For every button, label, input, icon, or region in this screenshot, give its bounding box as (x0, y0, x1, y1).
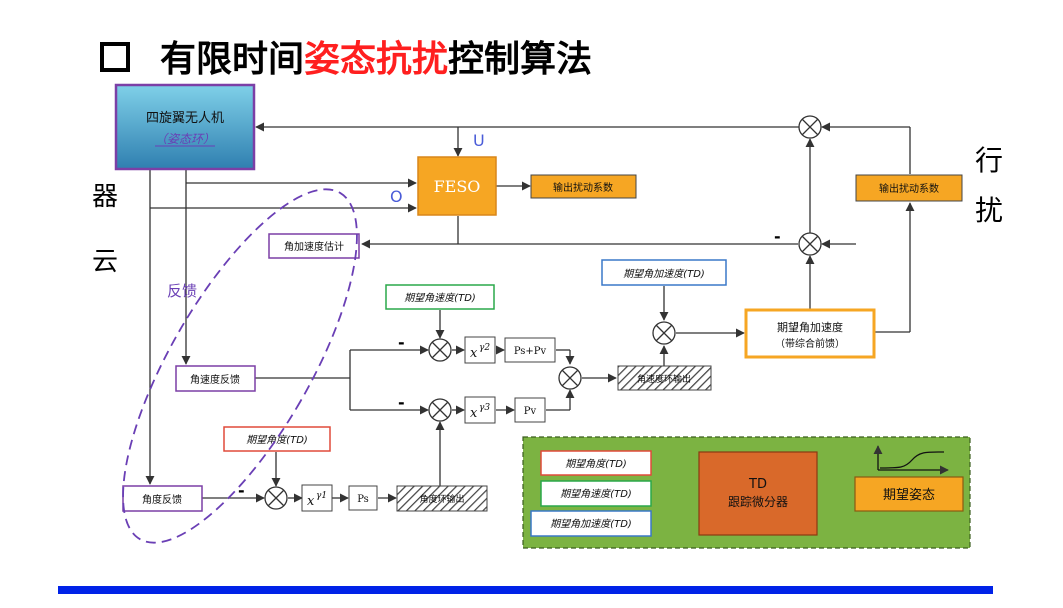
power-g3-label: γ3 (479, 403, 490, 413)
svg-text:x: x (470, 406, 478, 421)
edge-text-r1: 行 (975, 144, 1003, 177)
ang-acc-feedforward-block (744, 308, 876, 359)
gain-pspv-label: Ps+Pv (514, 346, 547, 357)
power-block-g3 (464, 396, 496, 424)
o-label: O (390, 187, 403, 206)
svg-text:x: x (470, 346, 478, 361)
td-out-rate-block (540, 480, 652, 507)
page-title: 有限时间姿态抗扰控制算法 (100, 30, 592, 82)
angle-loop-output-block (396, 485, 488, 512)
svg-text:x: x (307, 494, 315, 509)
rate-loop-output-block (617, 365, 712, 391)
expected-ang-acc-block (601, 259, 727, 286)
expected-ang-acc-label: 期望角加速度(TD) (623, 268, 705, 280)
feso-block (417, 156, 497, 216)
expected-ang-rate-label: 期望角速度(TD) (404, 292, 476, 304)
angle-feedback-block (122, 485, 203, 512)
uav-sublabel: （姿态环） (155, 132, 215, 146)
power-block-g2 (464, 336, 496, 364)
uav-block (114, 83, 256, 171)
title-part-2: 控制算法 (448, 39, 593, 80)
td-main-label: TD (748, 477, 767, 492)
gain-block-pspv (504, 337, 556, 363)
expected-angle-block (223, 426, 331, 452)
output-coef-right-block (855, 174, 963, 202)
edge-text-r2: 扰 (975, 194, 1003, 227)
angle-feedback-label: 角度反馈 (142, 493, 182, 506)
expected-ang-rate-block (385, 284, 495, 310)
minus-sign-upper: - (398, 333, 405, 352)
feedback-label: 反馈 (167, 282, 197, 300)
minus-sign-lower: - (398, 393, 405, 412)
td-input-block (854, 476, 964, 512)
feedback-dashed-ellipse (122, 188, 358, 544)
td-input-label: 期望姿态 (883, 487, 935, 503)
output-coef-left-block (530, 174, 637, 199)
gain-block-pv (514, 397, 546, 423)
title-part-1: 有限时间 (160, 39, 305, 80)
power-g2-label: γ2 (479, 343, 490, 353)
ang-acc-est-block (268, 233, 360, 259)
gain-pv-label: Pv (524, 406, 537, 417)
power-g1-label: γ1 (316, 491, 327, 501)
minus-sign-angle: - (238, 481, 245, 500)
output-coef-right-label: 输出扰动系数 (879, 182, 939, 195)
minus-sign-est: - (774, 227, 781, 246)
uav-label: 四旋翼无人机 (146, 111, 224, 126)
ang-acc-feedforward-sublabel: （带综合前馈） (775, 337, 845, 350)
td-differentiator-block (698, 451, 818, 536)
u-label: U (473, 131, 485, 150)
td-out-angle-block (540, 450, 652, 476)
td-out-rate-label: 期望角速度(TD) (560, 488, 632, 500)
angle-loop-output-label: 角度环输出 (419, 493, 464, 505)
expected-angle-label: 期望角度(TD) (246, 434, 308, 446)
rate-loop-output-label: 角速度环输出 (637, 373, 691, 385)
ang-rate-feedback-label: 角速度反馈 (190, 373, 240, 386)
power-block-g1 (301, 484, 333, 512)
ang-acc-feedforward-label: 期望角加速度 (777, 320, 843, 334)
edge-text-l2: 云 (92, 247, 118, 277)
ang-rate-feedback-block (175, 365, 256, 392)
output-coef-left-label: 输出扰动系数 (553, 181, 613, 194)
ang-acc-est-label: 角加速度估计 (284, 240, 344, 253)
edge-text-l1: 器 (92, 182, 118, 212)
step-response-curve-icon (873, 445, 949, 475)
gain-ps-label: Ps (357, 494, 369, 505)
bottom-accent-bar (58, 586, 993, 594)
gain-block-ps (348, 485, 378, 511)
td-out-acc-label: 期望角加速度(TD) (550, 518, 632, 530)
td-out-acc-block (530, 510, 652, 537)
title-highlight: 姿态抗扰 (304, 39, 449, 80)
td-out-angle-label: 期望角度(TD) (565, 458, 627, 470)
td-main-sublabel: 跟踪微分器 (728, 495, 788, 509)
feso-label: FESO (434, 177, 481, 196)
bullet-square-icon (100, 42, 130, 72)
